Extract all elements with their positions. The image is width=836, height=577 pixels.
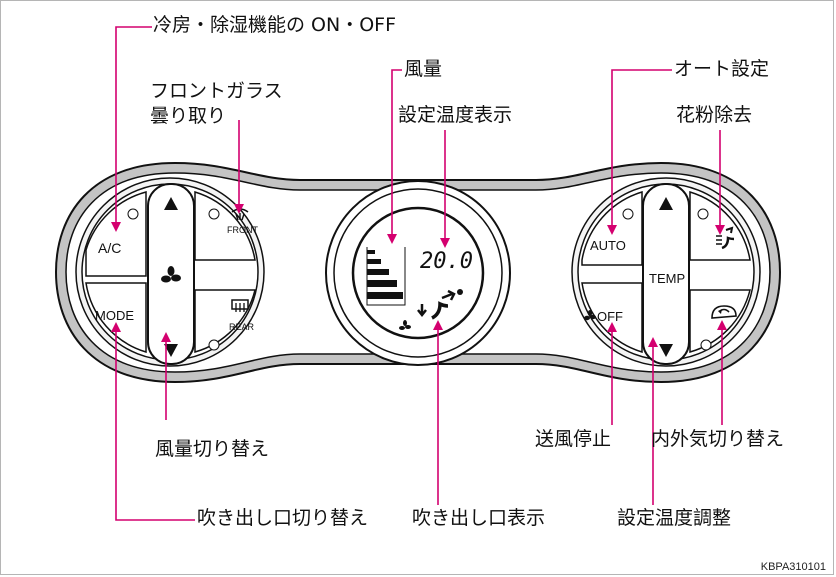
set-temperature-readout: 20.0 <box>420 249 473 274</box>
pollen-indicator-led <box>697 208 709 220</box>
label-outlet-switch: 吹き出し口切り替え <box>197 507 369 529</box>
left-control-cluster: A/C MODE FRONT REAR <box>75 177 265 367</box>
mode-button-label: MODE <box>95 308 134 323</box>
label-fan-speed: 風量 <box>404 58 443 80</box>
label-ac-onoff: 冷房・除湿機能の ON・OFF <box>153 14 397 36</box>
front-defog-button[interactable] <box>194 190 256 261</box>
rear-button-label: REAR <box>229 322 255 332</box>
auto-indicator-led <box>622 208 634 220</box>
fan-up-arrow-icon <box>164 197 178 210</box>
fan-down-arrow-icon <box>164 344 178 357</box>
fan-level-bars <box>366 247 406 306</box>
temp-rocker[interactable] <box>642 183 690 365</box>
auto-button-label: AUTO <box>590 238 626 253</box>
outlet-mode-icon <box>417 289 463 320</box>
leader-arrowheads <box>111 204 727 347</box>
label-pollen-removal: 花粉除去 <box>676 104 753 126</box>
front-button-label: FRONT <box>227 225 258 235</box>
center-display-cluster: 20.0 <box>325 180 511 366</box>
ac-button-label: A/C <box>98 240 121 256</box>
label-outlet-display: 吹き出し口表示 <box>412 507 546 529</box>
leader-lines <box>115 26 723 521</box>
front-indicator-led <box>208 208 220 220</box>
temp-button-label: TEMP <box>649 271 685 286</box>
rear-defrost-icon <box>231 299 249 312</box>
label-fan-speed-switch: 風量切り替え <box>155 438 270 460</box>
temp-down-arrow-icon <box>659 344 673 357</box>
rear-indicator-led <box>208 339 220 351</box>
fan-off-button[interactable] <box>581 282 643 354</box>
label-front-defog-line2: 曇り取り <box>150 105 227 127</box>
fan-off-icon <box>584 310 596 321</box>
pollen-filter-icon <box>716 226 735 250</box>
recirculation-button[interactable] <box>689 289 751 353</box>
label-recirc-switch: 内外気切り替え <box>651 428 785 450</box>
right-control-cluster: TEMP AUTO OFF <box>571 177 761 367</box>
label-front-defog-line1: フロントガラス <box>150 80 283 102</box>
recirc-indicator-led <box>700 339 712 351</box>
fan-icon <box>161 266 181 283</box>
mode-button[interactable] <box>85 282 147 354</box>
temp-up-arrow-icon <box>659 197 673 210</box>
label-temp-adjust: 設定温度調整 <box>617 507 732 529</box>
label-auto-setting: オート設定 <box>674 58 770 80</box>
figure-id: KBPA310101 <box>760 561 826 573</box>
label-fan-stop: 送風停止 <box>535 428 612 450</box>
ac-indicator-led <box>127 208 139 220</box>
fan-small-icon <box>399 320 411 330</box>
recirculation-icon <box>711 305 737 319</box>
label-set-temp-display: 設定温度表示 <box>398 104 513 126</box>
off-button-label: OFF <box>597 309 623 324</box>
